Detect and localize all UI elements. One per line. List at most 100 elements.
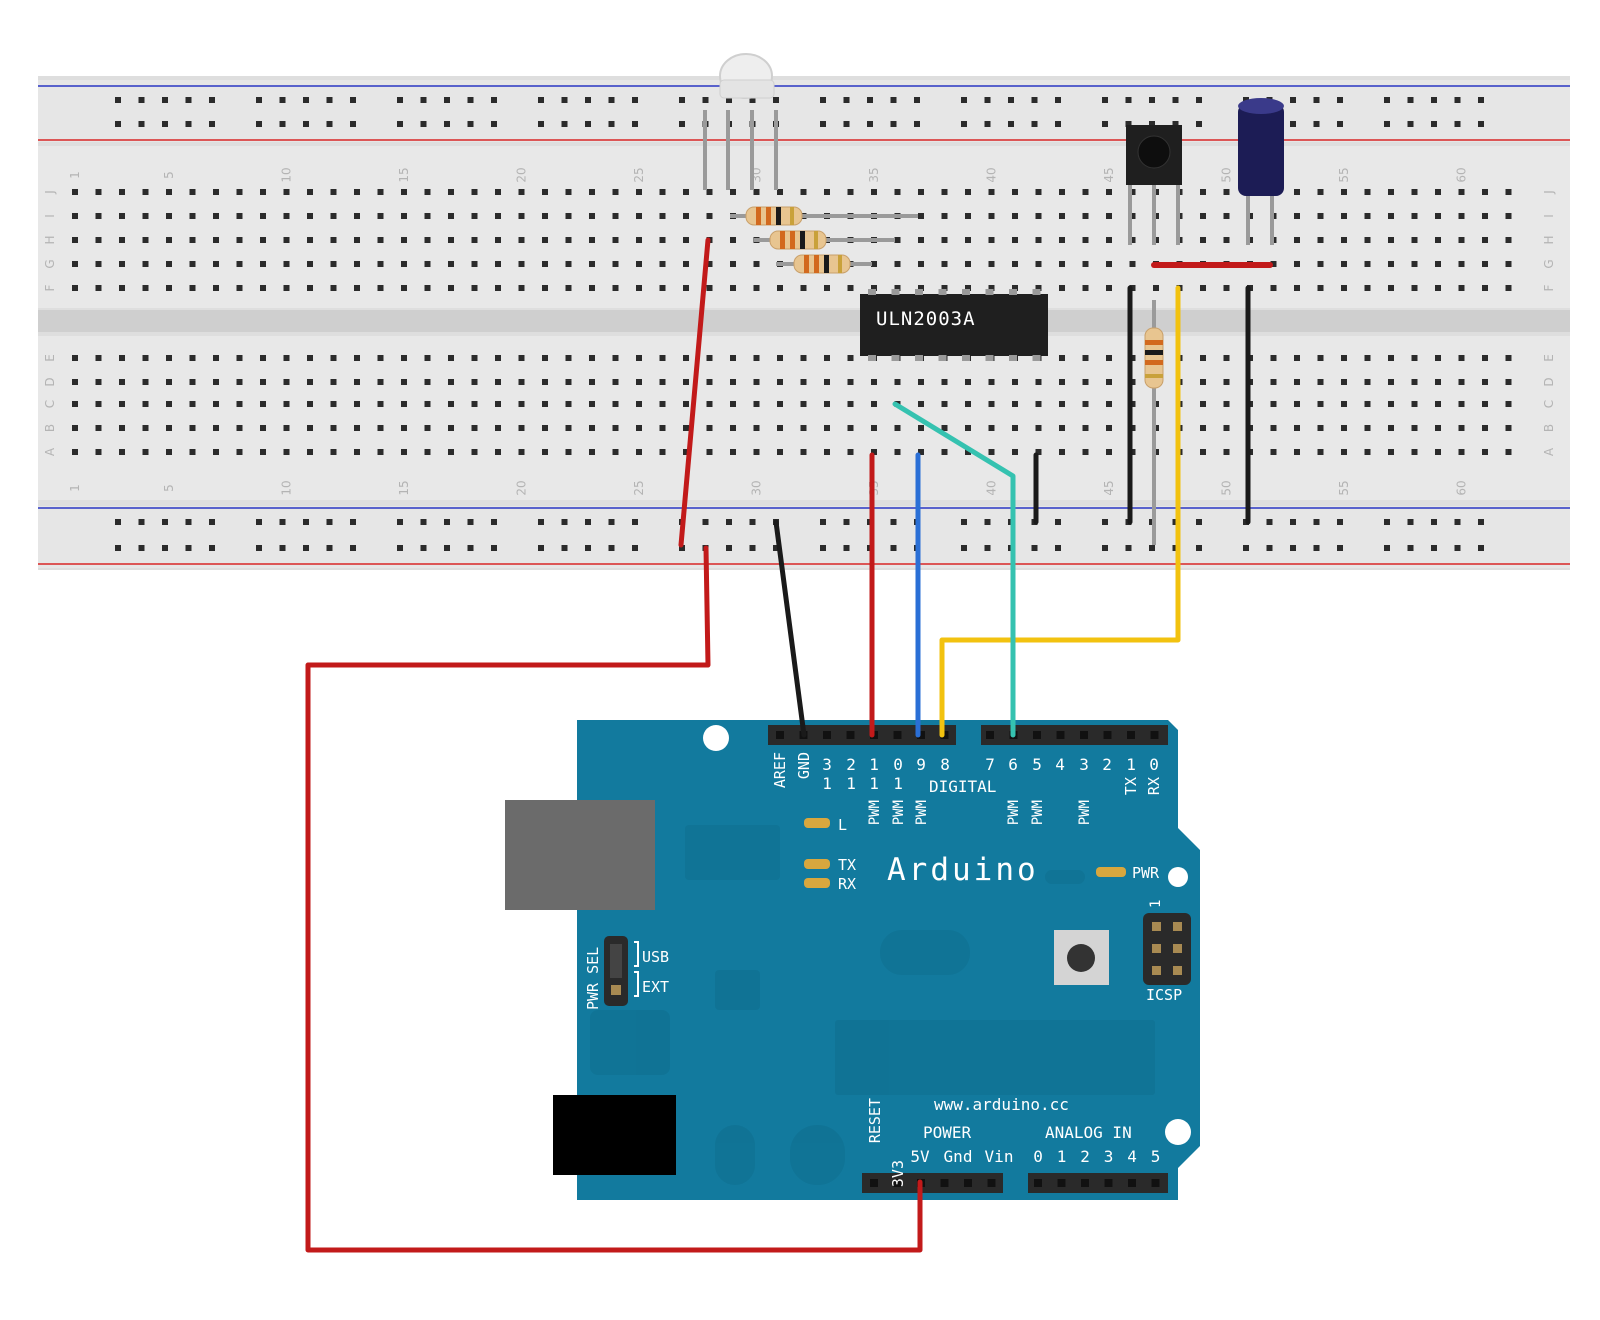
breadboard-hole bbox=[706, 213, 713, 219]
rail-hole bbox=[1031, 97, 1038, 103]
pwr-label: PWR bbox=[1132, 864, 1160, 882]
breadboard-hole bbox=[95, 261, 102, 267]
rail-hole bbox=[1454, 97, 1461, 103]
pin-label-tx: TX bbox=[1122, 777, 1140, 795]
breadboard-hole bbox=[730, 355, 736, 361]
breadboard-hole bbox=[166, 425, 172, 431]
breadboard-hole bbox=[683, 355, 689, 361]
column-number: 25 bbox=[632, 167, 646, 182]
rail-hole bbox=[914, 97, 920, 103]
breadboard-hole bbox=[72, 355, 78, 361]
breadboard-hole bbox=[213, 213, 219, 219]
rail-hole bbox=[1313, 519, 1320, 525]
pcb-traces bbox=[590, 825, 1155, 1185]
breadboard-hole bbox=[260, 449, 266, 455]
breadboard-hole bbox=[1341, 355, 1347, 361]
rail-hole bbox=[1172, 121, 1179, 127]
rail-hole bbox=[420, 97, 427, 103]
breadboard-hole bbox=[283, 213, 290, 219]
breadboard-hole bbox=[918, 449, 924, 455]
row-letter: C bbox=[43, 400, 57, 408]
breadboard-hole bbox=[1106, 425, 1112, 431]
breadboard-hole bbox=[1012, 189, 1018, 195]
breadboard-hole bbox=[1388, 425, 1394, 431]
rail-hole bbox=[1407, 97, 1414, 103]
breadboard-hole bbox=[1035, 237, 1042, 243]
breadboard-hole bbox=[1388, 285, 1394, 291]
breadboard-hole bbox=[495, 449, 501, 455]
breadboard-hole bbox=[330, 355, 337, 361]
column-number: 50 bbox=[1220, 480, 1234, 495]
rail-hole bbox=[890, 519, 897, 525]
rail-hole bbox=[1149, 545, 1155, 551]
breadboard-hole bbox=[95, 237, 102, 243]
bottom-power-rail bbox=[38, 506, 1570, 568]
rail-hole bbox=[1384, 121, 1390, 127]
breadboard-hole bbox=[871, 261, 877, 267]
breadboard-hole bbox=[612, 213, 619, 219]
breadboard-hole bbox=[753, 449, 760, 455]
breadboard-hole bbox=[213, 425, 219, 431]
breadboard-hole bbox=[1129, 237, 1136, 243]
breadboard-hole bbox=[542, 285, 548, 291]
breadboard-hole bbox=[213, 449, 219, 455]
rail-hole bbox=[279, 97, 286, 103]
column-number: 25 bbox=[632, 480, 646, 495]
breadboard-hole bbox=[1482, 261, 1488, 267]
breadboard-hole bbox=[307, 261, 313, 267]
breadboard-hole bbox=[119, 189, 125, 195]
pin-label-gnd: GND bbox=[795, 752, 813, 779]
column-number: 5 bbox=[162, 484, 176, 492]
breadboard-hole bbox=[119, 213, 125, 219]
breadboard-hole bbox=[1411, 425, 1418, 431]
rail-hole bbox=[326, 121, 333, 127]
breadboard-hole bbox=[542, 449, 548, 455]
breadboard-hole bbox=[1364, 379, 1371, 385]
breadboard-hole bbox=[1035, 449, 1042, 455]
breadboard-hole bbox=[330, 401, 337, 407]
breadboard-hole bbox=[1200, 285, 1206, 291]
breadboard-hole bbox=[1082, 261, 1089, 267]
breadboard-hole bbox=[166, 285, 172, 291]
rail-hole bbox=[279, 519, 286, 525]
breadboard-hole bbox=[988, 189, 995, 195]
row-letter: F bbox=[1542, 284, 1556, 291]
breadboard-hole bbox=[189, 237, 196, 243]
rail-hole bbox=[632, 519, 638, 525]
breadboard-hole bbox=[1482, 355, 1488, 361]
breadboard-hole bbox=[236, 379, 243, 385]
reset-button-cap bbox=[1067, 944, 1095, 972]
breadboard-hole bbox=[753, 401, 760, 407]
breadboard-hole bbox=[1059, 189, 1065, 195]
column-number: 60 bbox=[1455, 480, 1469, 495]
breadboard-hole bbox=[518, 379, 525, 385]
rail-hole bbox=[1454, 519, 1461, 525]
rail-hole bbox=[820, 121, 826, 127]
row-letter: H bbox=[43, 235, 57, 244]
breadboard-hole bbox=[424, 261, 431, 267]
breadboard-hole bbox=[1082, 355, 1089, 361]
breadboard-hole bbox=[354, 401, 360, 407]
breadboard-hole bbox=[730, 379, 736, 385]
rail-hole bbox=[561, 519, 568, 525]
breadboard-hole bbox=[1364, 355, 1371, 361]
breadboard-hole bbox=[1482, 449, 1488, 455]
rail-hole bbox=[256, 121, 262, 127]
rail-hole bbox=[984, 121, 991, 127]
breadboard-hole bbox=[636, 449, 642, 455]
breadboard-hole bbox=[777, 425, 783, 431]
breadboard-hole bbox=[72, 237, 78, 243]
breadboard-hole bbox=[589, 213, 595, 219]
breadboard-hole bbox=[1106, 379, 1112, 385]
breadboard-hole bbox=[777, 449, 783, 455]
breadboard-hole bbox=[941, 379, 948, 385]
breadboard-hole bbox=[448, 401, 454, 407]
rail-hole bbox=[444, 97, 450, 103]
rail-hole bbox=[608, 519, 615, 525]
breadboard-hole bbox=[213, 401, 219, 407]
header-pin bbox=[1128, 1179, 1136, 1187]
breadboard-hole bbox=[1294, 425, 1300, 431]
breadboard-hole bbox=[659, 425, 666, 431]
pin-label-vin: Vin bbox=[985, 1147, 1014, 1166]
breadboard-hole bbox=[847, 189, 854, 195]
